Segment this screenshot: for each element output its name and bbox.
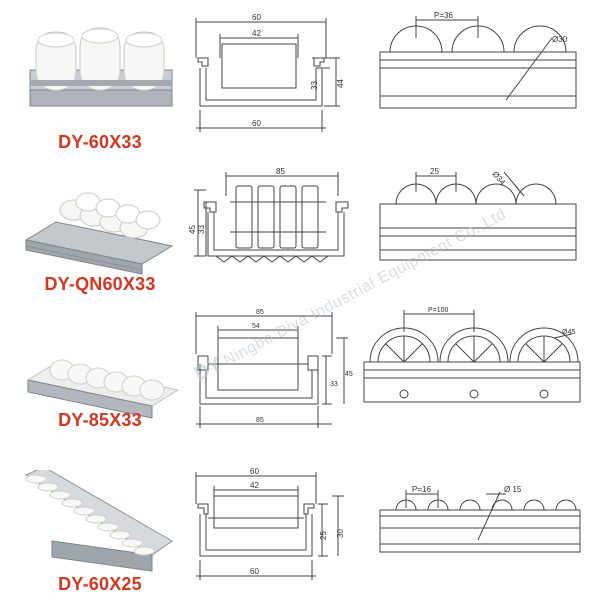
- dim-top-width: 60: [252, 13, 261, 22]
- dim-diameter: Ø30: [552, 35, 568, 44]
- dim-pitch: P=16: [412, 485, 431, 494]
- cross-section-drawing: 85 54 33 45 85: [195, 309, 353, 428]
- product-photo-dy-60x33: [29, 27, 173, 107]
- dim-top-width: 85: [276, 167, 285, 176]
- product-row-3: DY-85X33 85 54 33: [0, 300, 600, 450]
- dim-bottom-width: 60: [252, 119, 261, 128]
- dim-overall-height: 30: [336, 529, 345, 538]
- side-view-drawing: 25 Ø34: [379, 167, 577, 261]
- dim-pitch: 25: [430, 167, 439, 176]
- dim-bottom-width: 60: [250, 567, 259, 576]
- product-row-4: DY-60X25 60 42 25: [0, 450, 600, 600]
- dim-diameter: Ø45: [562, 329, 575, 336]
- dim-bottom-width: 85: [256, 417, 264, 424]
- dim-height: 25: [319, 531, 328, 540]
- cross-section-drawing: 60 42 33 44 60: [195, 13, 345, 132]
- product-photo-dy-60x25: [24, 470, 173, 572]
- dim-diameter: Ø 15: [504, 485, 522, 494]
- dim-pitch: P=100: [428, 307, 449, 314]
- side-view-drawing: P=36 Ø30: [379, 11, 577, 109]
- dim-inner-width: 54: [252, 323, 260, 330]
- cross-section-drawing: 60 42 25 30 60: [195, 468, 345, 580]
- product-caption: DY-60X25: [58, 574, 142, 594]
- product-row-1: DY-60X33 60 42 33: [0, 0, 600, 152]
- product-caption: DY-60X33: [58, 132, 142, 152]
- dim-left-outer: 45: [188, 225, 197, 234]
- dim-top-width: 85: [256, 309, 264, 316]
- dim-top-width: 60: [250, 468, 259, 476]
- dim-inner-width: 42: [252, 29, 261, 38]
- side-view-drawing: P=100 Ø45: [363, 307, 581, 403]
- dim-left-inner: 33: [197, 225, 206, 234]
- dim-height: 33: [330, 381, 338, 388]
- side-view-drawing: P=16 Ø 15: [379, 485, 581, 553]
- dim-overall-height: 45: [345, 371, 353, 378]
- dim-inner-width: 42: [250, 481, 259, 490]
- dim-height: 33: [310, 81, 319, 90]
- product-photo-dy-qn60x33: [24, 192, 174, 275]
- dim-pitch: P=36: [434, 11, 453, 20]
- product-caption: DY-QN60X33: [44, 274, 156, 294]
- cross-section-drawing: 85 45 33: [188, 167, 349, 263]
- dim-overall-height: 44: [336, 79, 345, 88]
- product-row-2: DY-QN60X33 85 45: [0, 150, 600, 300]
- product-caption: DY-85X33: [58, 410, 142, 430]
- product-photo-dy-85x33: [26, 359, 180, 419]
